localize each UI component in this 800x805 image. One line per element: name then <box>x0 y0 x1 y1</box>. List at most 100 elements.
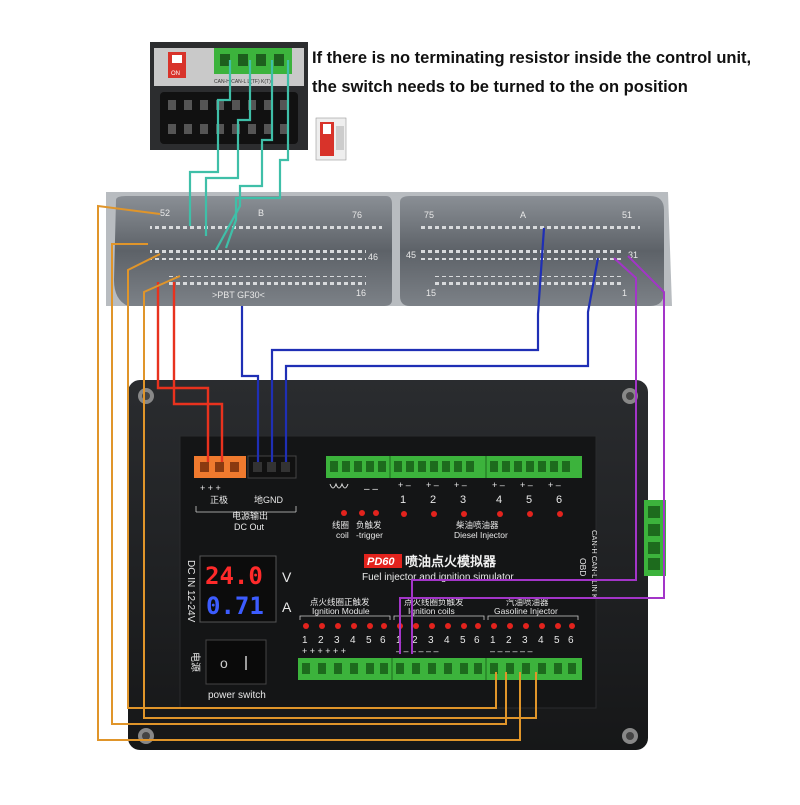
trigger-pins: – – <box>364 484 378 495</box>
model-title: PD60 喷油点火模拟器 Fuel injector and ignition … <box>362 554 514 583</box>
instruction-note: If there is no terminating resistor insi… <box>312 44 782 102</box>
ignition-module-num-4: 4 <box>350 635 356 646</box>
ignition-leds <box>303 623 575 629</box>
diesel-label-en: Diesel Injector <box>454 530 508 540</box>
diesel-num-4: 4 <box>496 494 502 506</box>
svg-text:+ –: + – <box>520 480 533 490</box>
ignition-wires <box>97 204 537 741</box>
gasoline-label-cn: 汽油喷油器 <box>506 597 549 607</box>
gasoline-num-5: 5 <box>554 635 560 646</box>
ground-wires <box>240 227 600 462</box>
can-wires <box>188 60 290 251</box>
ignition-coils-num-2: 2 <box>412 635 418 646</box>
ignition-coils-cn: 点火线圈负触发 <box>404 597 464 607</box>
dc-out-label-positive: 正极 <box>210 494 228 505</box>
ecu-part-label: >PBT GF30< <box>212 290 265 300</box>
ecu-right-label-31: 31 <box>628 250 638 260</box>
note-line-1: If there is no terminating resistor insi… <box>312 49 752 67</box>
current-readout: 0.71 <box>206 592 264 620</box>
svg-text:+ –: + – <box>454 480 467 490</box>
inset-pin-labels: CAN-H CAN-L L(TF) K(T) <box>214 79 271 85</box>
ecu-left-label-b: B <box>258 208 264 218</box>
svg-text:o: o <box>220 655 228 671</box>
ignition-coils-en: Ignition coils <box>408 606 455 616</box>
gasoline-num-2: 2 <box>506 635 512 646</box>
voltage-readout: 24.0 <box>205 562 263 590</box>
gasoline-num-4: 4 <box>538 635 544 646</box>
dc-out-pins: + + + <box>200 483 221 493</box>
ignition-module-num-1: 1 <box>302 635 308 646</box>
device-title-cn: 喷油点火模拟器 <box>405 554 497 569</box>
diesel-leds <box>341 510 563 517</box>
ecu-left-label-76: 76 <box>352 210 362 220</box>
obd-title: OBD <box>578 558 588 576</box>
diesel-num-1: 1 <box>400 494 406 506</box>
ecu-right-label-51: 51 <box>622 210 632 220</box>
ecu-right-label-45: 45 <box>406 250 416 260</box>
current-unit: A <box>282 599 292 615</box>
coil-label-en: coil <box>336 530 349 540</box>
trigger-label-cn: 负触发 <box>356 520 382 530</box>
trigger-label-en: -trigger <box>356 530 383 540</box>
power-label-cn: 电源 <box>189 652 202 672</box>
coil-label-cn: 线圈 <box>332 520 349 530</box>
svg-text:– – – – – –: – – – – – – <box>396 646 439 656</box>
diesel-num-5: 5 <box>526 494 532 506</box>
dip-label: ON <box>171 71 180 77</box>
ignition-module-num-3: 3 <box>334 635 340 646</box>
ignition-coils-num-6: 6 <box>474 635 480 646</box>
coil-icon <box>329 482 349 489</box>
gasoline-num-3: 3 <box>522 635 528 646</box>
ecu-right-label-15: 15 <box>426 288 436 298</box>
ignition-module-num-2: 2 <box>318 635 324 646</box>
dc-in-label: DC IN 12-24V <box>185 560 196 623</box>
voltage-unit: V <box>282 569 292 585</box>
dc-out-terminals <box>194 455 297 479</box>
power-wires <box>156 282 224 462</box>
diesel-num-3: 3 <box>460 494 466 506</box>
ignition-module-num-5: 5 <box>366 635 372 646</box>
gasoline-num-6: 6 <box>568 635 574 646</box>
gasoline-num-1: 1 <box>490 635 496 646</box>
diesel-num-6: 6 <box>556 494 562 506</box>
svg-text:– – – – – –: – – – – – – <box>490 646 533 656</box>
svg-text:+ –: + – <box>548 480 561 490</box>
diesel-label-cn: 柴油喷油器 <box>456 520 499 530</box>
gasoline-label-en: Gasoline Injector <box>494 606 558 616</box>
svg-text:+ + + + + +: + + + + + + <box>302 646 346 656</box>
bottom-green-terminals <box>298 658 582 680</box>
power-switch[interactable]: o <box>205 639 267 685</box>
power-label-en: power switch <box>208 690 266 701</box>
ignition-module-cn: 点火线圈正触发 <box>310 597 370 607</box>
ecu-right-label-1: 1 <box>622 288 627 298</box>
voltmeter-display: 24.0 0.71 <box>199 555 277 623</box>
ignition-module-num-6: 6 <box>380 635 386 646</box>
dip-switch-icon <box>315 117 347 161</box>
device-title-en: Fuel injector and ignition simulator <box>362 572 514 583</box>
ignition-coils-num-4: 4 <box>444 635 450 646</box>
svg-text:+ –: + – <box>398 480 411 490</box>
ecu-right-label-a: A <box>520 210 526 220</box>
model-badge: PD60 <box>367 556 395 568</box>
top-green-terminals <box>326 456 582 478</box>
svg-text:+ –: + – <box>492 480 505 490</box>
ignition-coils-num-3: 3 <box>428 635 434 646</box>
ecu-connector: 52 B 76 46 16 >PBT GF30< 75 A 51 45 31 1… <box>106 192 672 306</box>
dc-out-title-en: DC Out <box>234 522 265 532</box>
svg-text:+ –: + – <box>426 480 439 490</box>
ecu-right-label-75: 75 <box>424 210 434 220</box>
ignition-coils-num-5: 5 <box>460 635 466 646</box>
ecu-left-label-16: 16 <box>356 288 366 298</box>
ignition-module-en: Ignition Module <box>312 606 370 616</box>
obd-port <box>644 500 666 576</box>
obd-pins: CAN-H CAN-L LIN K <box>590 530 599 599</box>
kline-wires <box>399 255 665 654</box>
ecu-left-label-46: 46 <box>368 252 378 262</box>
dc-out-label-gnd: 地GND <box>254 494 284 505</box>
dc-out-title-cn: 电源输出 <box>232 510 268 521</box>
diesel-num-2: 2 <box>430 494 436 506</box>
note-line-2: the switch needs to be turned to the on … <box>312 78 688 96</box>
ecu-left-label-52: 52 <box>160 208 170 218</box>
